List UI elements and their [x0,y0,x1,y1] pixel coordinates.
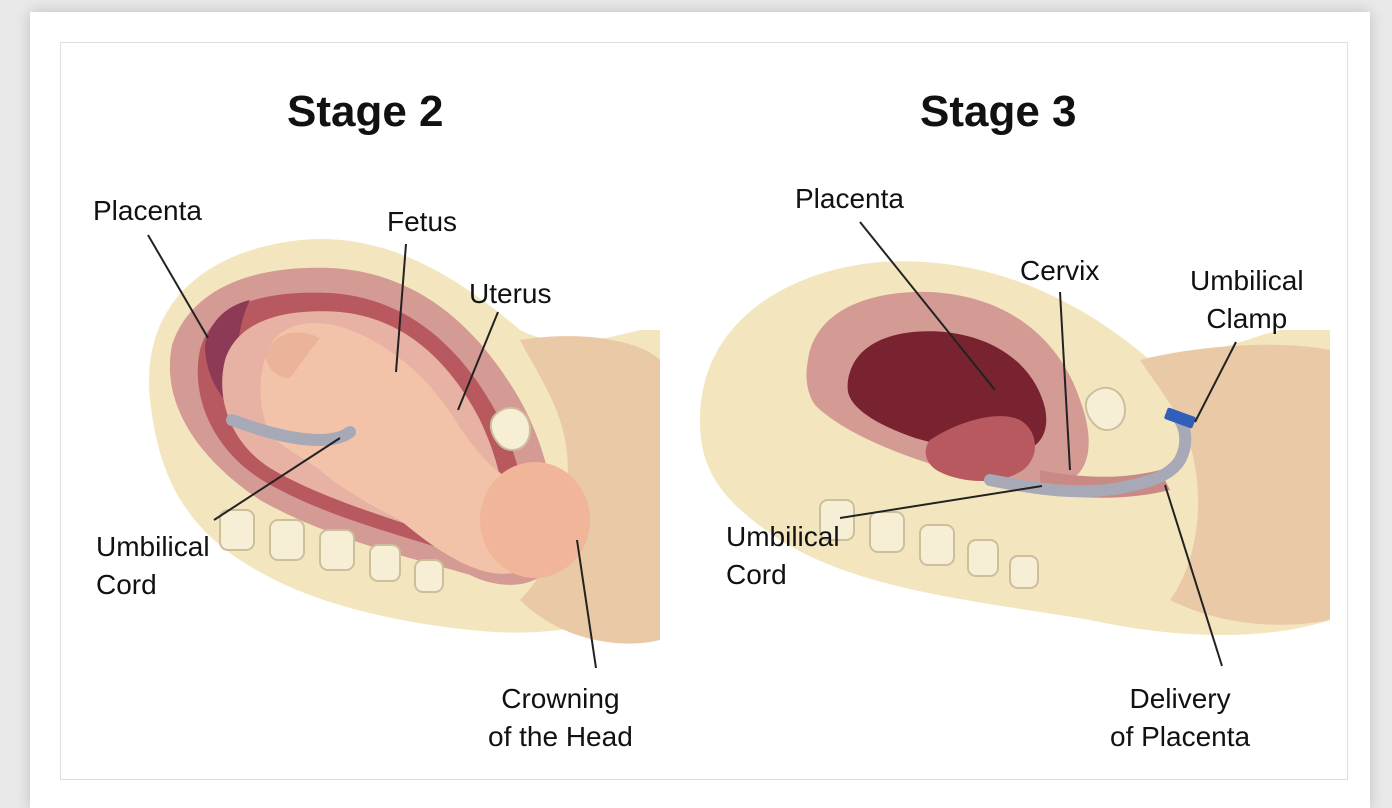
stage2-label-fetus: Fetus [387,203,457,241]
stage2-label-uterus: Uterus [469,275,551,313]
stage3-label-umbilical-cord: Umbilical Cord [726,518,840,594]
stage2-label-umbilical-cord: Umbilical Cord [96,528,210,604]
stage3-label-umbilical-cord-line2: Cord [726,556,840,594]
stage3-label-umbilical-cord-line1: Umbilical [726,518,840,556]
stage3-label-cervix: Cervix [1020,252,1099,290]
stage3-label-delivery-line1: Delivery [1110,680,1250,718]
stage2-label-crowning-line2: of the Head [488,718,633,756]
stage2-label-umbilical-cord-line1: Umbilical [96,528,210,566]
stage2-fetus-head [480,462,590,578]
stage2-title: Stage 2 [287,90,444,134]
stage3-label-umbilical-clamp-line1: Umbilical [1190,262,1304,300]
stage3-label-delivery-line2: of Placenta [1110,718,1250,756]
stage3-label-umbilical-clamp-line2: Clamp [1190,300,1304,338]
stage2-label-crowning: Crowning of the Head [488,680,633,756]
stage3-label-placenta: Placenta [795,180,904,218]
stage2-label-placenta: Placenta [93,192,202,230]
stage3-label-delivery: Delivery of Placenta [1110,680,1250,756]
stage3-label-umbilical-clamp: Umbilical Clamp [1190,262,1304,338]
stage3-title: Stage 3 [920,90,1077,134]
stage2-label-crowning-line1: Crowning [488,680,633,718]
stage2-label-umbilical-cord-line2: Cord [96,566,210,604]
